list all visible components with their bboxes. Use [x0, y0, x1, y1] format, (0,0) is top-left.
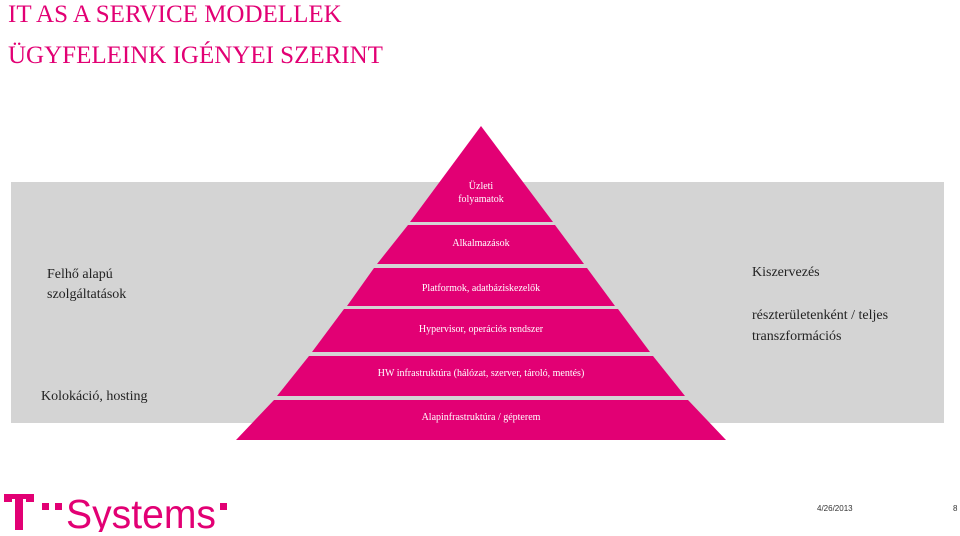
outsourcing-label: Kiszervezés — [752, 265, 820, 280]
pyramid-layer-hypervisor — [312, 309, 650, 352]
t-systems-logo: Systems — [4, 491, 227, 532]
transformation-label-line-1: részterületenként / teljes — [752, 308, 889, 323]
pyramid-layer-base-infrastructure — [236, 400, 726, 440]
pyramid-layer-business-processes — [410, 126, 553, 222]
pyramid-layer-4-label: Hypervisor, operációs rendszer — [418, 324, 544, 335]
slide-date: 4/26/2013 — [817, 504, 853, 513]
pyramid-layer-1-label-line-1: Üzleti — [468, 181, 494, 192]
pyramid-layer-6-label: Alapinfrastruktúra / gépterem — [421, 412, 541, 423]
svg-text:Systems: Systems — [66, 491, 216, 532]
pyramid-layer-hw-infrastructure — [277, 356, 685, 396]
slide-title-line-1: IT AS A SERVICE MODELLEK — [8, 1, 342, 28]
cloud-services-label-line-2: szolgáltatások — [47, 287, 127, 302]
pyramid-layer-2-label: Alkalmazások — [452, 238, 510, 249]
pyramid-layer-platforms — [347, 268, 615, 306]
slide-title-line-2: ÜGYFELEINK IGÉNYEI SZERINT — [8, 42, 383, 69]
cloud-services-label-line-1: Felhő alapú — [47, 267, 113, 282]
pyramid-layer-3-label: Platformok, adatbáziskezelők — [421, 283, 541, 294]
pyramid-layer-1-label-line-2: folyamatok — [458, 194, 504, 205]
transformation-label-line-2: transzformációs — [752, 329, 842, 344]
pyramid-layer-5-label: HW infrastruktúra (hálózat, szerver, tár… — [377, 368, 585, 379]
colocation-label: Kolokáció, hosting — [41, 389, 148, 404]
slide-number: 8 — [953, 504, 958, 513]
pyramid-layer-applications — [377, 225, 584, 264]
